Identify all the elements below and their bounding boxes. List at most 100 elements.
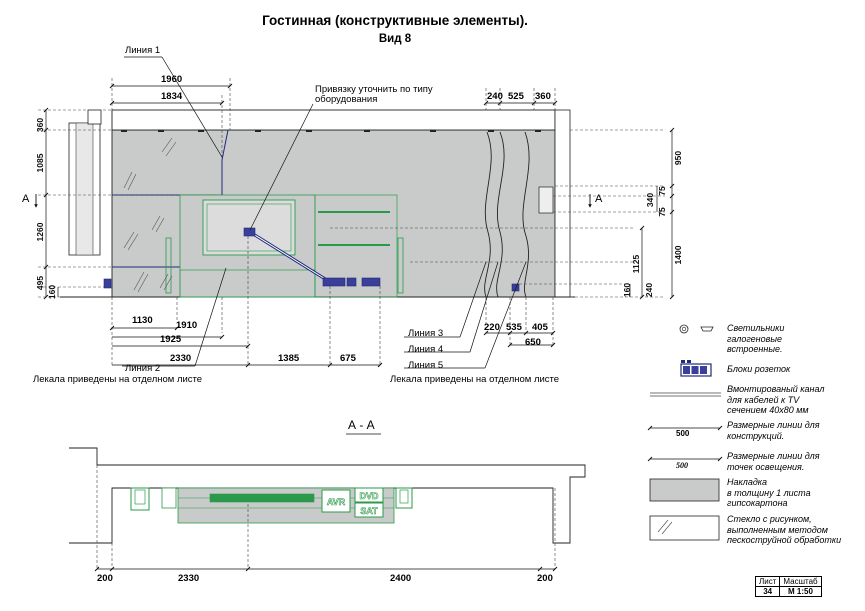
dim-top-1834: 1834: [161, 91, 183, 102]
dim-bot-2330: 2330: [170, 353, 192, 364]
title: Гостинная (конструктивные элементы).: [262, 13, 528, 28]
section-tv-base: [209, 493, 315, 503]
dim-bot-535: 535: [506, 322, 522, 333]
stamp-sheet: 34: [754, 586, 781, 597]
dim-left-1260: 1260: [35, 222, 45, 241]
callout-line3: Линия 3: [408, 328, 444, 339]
dim-bot-1910: 1910: [176, 320, 198, 331]
callout-templates-left: Лекала приведены на отделном листе: [33, 374, 203, 385]
dim-right-75b: 75: [657, 207, 667, 217]
legend-dim-light: Размерные линии для точек освещения.: [727, 451, 820, 472]
section-speaker-small: [161, 487, 177, 509]
dim-left-1085: 1085: [35, 153, 45, 172]
section-speaker-right: [395, 487, 413, 509]
stamp-sheet-label: Лист: [754, 576, 781, 587]
legend-light-side-icon: [700, 326, 714, 332]
legend-channel: Вмонтированый канал для кабелей к TV сеч…: [727, 384, 825, 415]
section-mark-right: А: [595, 193, 603, 205]
dim-right-1400: 1400: [673, 245, 683, 264]
dim-sec-2400: 2400: [390, 573, 412, 584]
callout-line4: Линия 4: [408, 344, 444, 355]
callout-note-binding-1: Привязку уточнить по типу: [315, 84, 433, 95]
legend-sockets: Блоки розеток: [727, 364, 791, 374]
equipment-dvd-label: DVD: [359, 491, 379, 501]
legend-overlay-swatch: [649, 478, 720, 502]
right-niche: [538, 186, 554, 214]
cable-channel-inner: [249, 231, 331, 283]
legend-glass: Стекло с рисунком, выполненным методом п…: [727, 514, 842, 545]
equipment-sat: [354, 502, 384, 518]
callout-templates-right: Лекала приведены на отделном листе: [390, 374, 560, 385]
dim-top-360: 360: [535, 91, 551, 102]
speaker-right: [397, 237, 404, 294]
speaker-left: [165, 237, 172, 294]
subtitle: Вид 8: [378, 33, 412, 45]
dim-right-340: 340: [645, 193, 655, 207]
dim-left-495: 495: [35, 276, 45, 290]
dim-bot-1925: 1925: [160, 334, 182, 345]
dim-right-240: 240: [644, 283, 654, 297]
legend-overlay: Накладка в толщину 1 листа гипсокартона: [727, 477, 811, 508]
section-a-a: AVR DVD SAT: [69, 433, 586, 572]
equipment-sat-label: SAT: [360, 506, 378, 516]
title-block: Лист Масштаб 34 М 1:50: [754, 576, 822, 597]
dim-text-vertical: 360 1085 1260 495 160 950 75 340 75 1400…: [35, 118, 683, 299]
dim-left-360: 360: [35, 118, 45, 132]
dim-sec-200a: 200: [97, 573, 113, 584]
dim-top-1960: 1960: [161, 74, 183, 85]
section-outline: [69, 447, 586, 544]
shelving-unit: [314, 194, 398, 298]
left-column-cap: [87, 109, 102, 125]
dim-right-1125: 1125: [631, 255, 641, 274]
left-column-inner: [75, 122, 94, 256]
callout-line2: Линия 2: [125, 363, 161, 374]
dim-sec-200b: 200: [537, 573, 553, 584]
dim-left-160: 160: [47, 285, 57, 299]
legend-light-icon: [679, 324, 689, 334]
callout-note-binding-2: оборудования: [315, 94, 378, 105]
dimension-ticks: [43, 83, 675, 368]
dim-top-525: 525: [508, 91, 524, 102]
legend-glass-swatch: [649, 515, 720, 541]
section-mark-left: А: [22, 193, 30, 205]
line1-blue-outline: [112, 129, 229, 196]
legend-dim-constr: Размерные линии для конструкций.: [727, 420, 820, 441]
dim-right-950: 950: [673, 151, 683, 165]
tv-screen: [202, 199, 296, 256]
socket-blocks: [103, 227, 520, 292]
leader-lines: [122, 56, 527, 369]
legend-dim-light-value: 500: [676, 461, 688, 470]
legend-lights: Светильники галогеновые встроенные.: [727, 323, 785, 354]
tv-screen-inner: [206, 203, 292, 252]
legend-dim-constr-value: 500: [676, 429, 690, 438]
dim-top-240: 240: [487, 91, 503, 102]
ceiling-band: [111, 109, 556, 131]
stamp-scale-label: Масштаб: [779, 576, 822, 587]
dim-bot-675: 675: [340, 353, 356, 364]
section-speaker-left: [130, 487, 150, 511]
dim-right-75a: 75: [657, 186, 667, 196]
section-title: А - А: [348, 418, 375, 432]
reference-lines: [38, 78, 665, 365]
dim-bot-220: 220: [484, 322, 500, 333]
equipment-avr: [321, 489, 351, 513]
equipment-avr-label: AVR: [327, 497, 346, 507]
right-column: [554, 109, 571, 298]
dim-bot-405: 405: [532, 322, 548, 333]
elevation-main: [34, 109, 592, 298]
legend-graphics: [647, 324, 723, 541]
dimension-lines: [45, 85, 673, 366]
wavy-line-5: [522, 131, 530, 298]
callout-line1: Линия 1: [125, 45, 161, 56]
equipment-dvd: [354, 487, 384, 503]
dim-bot-1130: 1130: [132, 315, 153, 326]
wavy-line-4: [496, 131, 505, 298]
callout-line5: Линия 5: [408, 360, 444, 371]
dim-right-160: 160: [622, 283, 632, 297]
stamp-scale: М 1:50: [779, 586, 822, 597]
glass-hatch: [123, 137, 177, 293]
ceiling-lights: [121, 130, 541, 132]
dim-sec-2330: 2330: [178, 573, 200, 584]
wavy-line-3: [484, 131, 492, 298]
